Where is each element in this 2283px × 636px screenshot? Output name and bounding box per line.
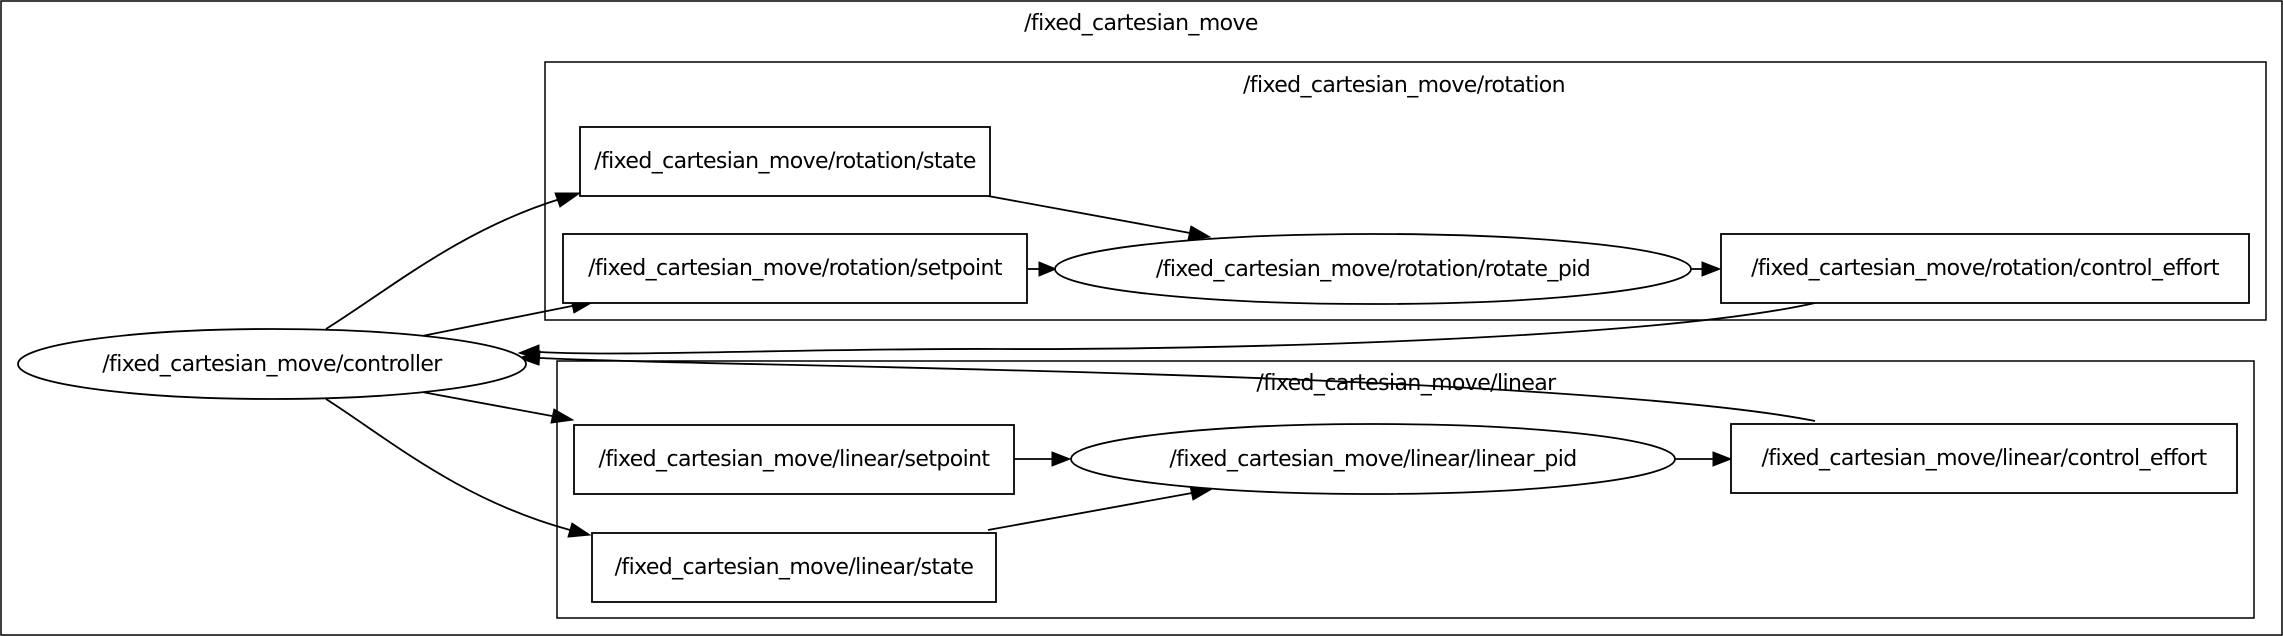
edge-controller-to-rotation-state[interactable]: [325, 198, 561, 330]
node-linear-control-effort[interactable]: /fixed_cartesian_move/linear/control_eff…: [1730, 423, 2238, 494]
node-linear-pid[interactable]: /fixed_cartesian_move/linear/linear_pid: [1070, 423, 1676, 495]
edge-controller-to-linear-setpoint[interactable]: [421, 391, 553, 417]
cluster-linear-border: [556, 360, 2255, 619]
node-linear-pid-label: /fixed_cartesian_move/linear/linear_pid: [1169, 447, 1576, 472]
node-linear-control-effort-shape[interactable]: [1730, 423, 2238, 494]
cluster-rotation-border: [544, 61, 2267, 321]
node-rotation-control-effort-shape[interactable]: [1720, 233, 2250, 304]
arrowhead: [517, 350, 541, 366]
cluster-rotation-label: /fixed_cartesian_move/rotation: [1243, 73, 1565, 98]
node-linear-setpoint-label: /fixed_cartesian_move/linear/setpoint: [599, 447, 991, 472]
node-linear-state-shape[interactable]: [591, 532, 997, 603]
cluster-rotation: /fixed_cartesian_move/rotation: [544, 61, 2267, 321]
edge-rotation-control-effort-to-controller[interactable]: [539, 302, 1816, 355]
nodes: /fixed_cartesian_move/controller /fixed_…: [17, 126, 2250, 603]
edge-controller-to-rotation-setpoint[interactable]: [421, 305, 573, 337]
arrowhead: [1712, 451, 1733, 467]
arrowhead: [550, 408, 575, 424]
node-linear-state[interactable]: /fixed_cartesian_move/linear/state: [591, 532, 997, 603]
node-rotation-setpoint[interactable]: /fixed_cartesian_move/rotation/setpoint: [562, 233, 1028, 304]
node-linear-state-label: /fixed_cartesian_move/linear/state: [615, 555, 974, 580]
arrowhead: [1701, 261, 1722, 277]
arrowhead: [1051, 451, 1072, 467]
node-linear-setpoint[interactable]: /fixed_cartesian_move/linear/setpoint: [573, 424, 1015, 495]
edge-linear-state-to-linear-pid[interactable]: [987, 492, 1193, 531]
graph-title: /fixed_cartesian_move: [1024, 11, 1258, 36]
node-linear-setpoint-shape[interactable]: [573, 424, 1015, 495]
arrowhead: [1187, 225, 1212, 241]
cluster-linear-label: /fixed_cartesian_move/linear: [1256, 371, 1557, 396]
edge-controller-to-linear-state[interactable]: [325, 398, 571, 531]
node-controller-shape[interactable]: [17, 328, 527, 400]
node-rotation-control-effort[interactable]: /fixed_cartesian_move/rotation/control_e…: [1720, 233, 2250, 304]
node-rotation-state-label: /fixed_cartesian_move/rotation/state: [594, 149, 976, 174]
arrowhead: [567, 522, 592, 538]
node-rotate-pid-shape[interactable]: [1054, 233, 1692, 305]
node-rotation-control-effort-label: /fixed_cartesian_move/rotation/control_e…: [1751, 256, 2220, 281]
node-controller[interactable]: /fixed_cartesian_move/controller: [17, 328, 527, 400]
node-rotate-pid-label: /fixed_cartesian_move/rotation/rotate_pi…: [1156, 257, 1590, 282]
edge-rotation-state-to-rotate-pid[interactable]: [987, 195, 1191, 234]
cluster-linear: /fixed_cartesian_move/linear: [556, 360, 2255, 619]
edges: [325, 192, 1816, 538]
node-rotate-pid[interactable]: /fixed_cartesian_move/rotation/rotate_pi…: [1054, 233, 1692, 305]
arrowhead: [554, 192, 582, 208]
node-linear-pid-shape[interactable]: [1070, 423, 1676, 495]
node-rotation-setpoint-label: /fixed_cartesian_move/rotation/setpoint: [588, 256, 1003, 281]
node-rotation-state[interactable]: /fixed_cartesian_move/rotation/state: [579, 126, 991, 197]
node-controller-label: /fixed_cartesian_move/controller: [102, 352, 443, 377]
node-rotation-state-shape[interactable]: [579, 126, 991, 197]
edge-linear-control-effort-to-controller[interactable]: [539, 357, 1816, 422]
arrowhead: [1038, 261, 1058, 277]
node-linear-control-effort-label: /fixed_cartesian_move/linear/control_eff…: [1761, 446, 2207, 471]
node-rotation-setpoint-shape[interactable]: [562, 233, 1028, 304]
